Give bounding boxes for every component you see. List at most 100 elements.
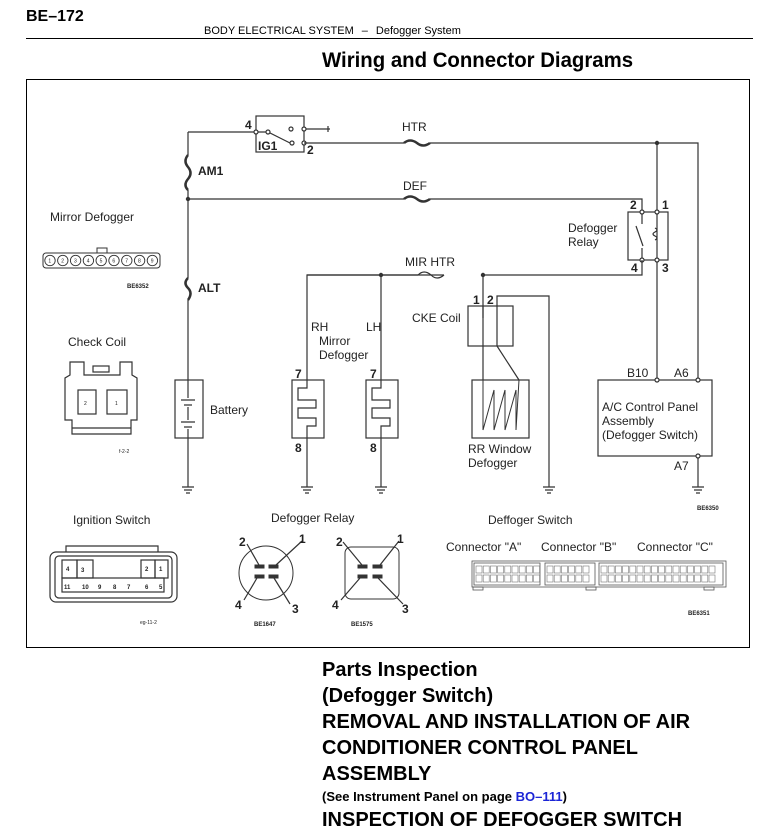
wire-mir-htr bbox=[306, 260, 643, 380]
page-link-bo-111[interactable]: BO–111 bbox=[515, 789, 563, 804]
rh-mirror-defogger-box bbox=[291, 379, 325, 439]
relay-pin-1: 1 bbox=[662, 198, 669, 212]
relay-square-pin-3: 3 bbox=[402, 602, 409, 616]
note-prefix: (See Instrument Panel on page bbox=[322, 789, 516, 804]
rh-label: RH bbox=[311, 320, 328, 334]
mirror-defogger-code: BE6352 bbox=[127, 284, 149, 290]
switch-pin-cell bbox=[582, 574, 590, 583]
switch-pin-cell bbox=[504, 574, 512, 583]
switch-pin-cell bbox=[651, 574, 658, 583]
fuse-htr bbox=[403, 139, 431, 147]
relay-square-pin-2: 2 bbox=[336, 535, 343, 549]
connector-b-label: Connector "B" bbox=[541, 540, 616, 554]
check-coil-title: Check Coil bbox=[68, 335, 126, 349]
rr-window-label-2: Defogger bbox=[468, 456, 517, 470]
ignition-pin-label: 9 bbox=[98, 585, 102, 591]
switch-pin-cell bbox=[482, 565, 490, 574]
defogger-switch-title: Deffoger Switch bbox=[488, 513, 573, 527]
check-coil-connector bbox=[64, 361, 138, 435]
switch-pin-cell bbox=[561, 574, 568, 583]
ignition-switch-connector bbox=[49, 545, 178, 603]
switch-pin-cell bbox=[694, 574, 701, 583]
switch-pin-cell bbox=[504, 565, 512, 574]
defogger-relay-connector-title: Defogger Relay bbox=[271, 511, 354, 525]
fuse-htr-label: HTR bbox=[402, 120, 427, 134]
switch-pin-cell bbox=[694, 565, 701, 574]
switch-pin-cell bbox=[533, 565, 540, 574]
defogger-relay-box bbox=[627, 211, 669, 261]
check-coil-code: f-2-2 bbox=[119, 449, 130, 455]
lh-pin-7: 7 bbox=[370, 367, 377, 381]
switch-pin-cell bbox=[475, 574, 483, 583]
switch-pin-cell bbox=[575, 565, 583, 574]
switch-pin-cell bbox=[497, 565, 504, 574]
wire-def bbox=[188, 198, 643, 212]
diagram-frame bbox=[26, 79, 750, 648]
parts-inspection-section: Parts Inspection (Defogger Switch) REMOV… bbox=[322, 657, 762, 833]
relay-code-right: BE1575 bbox=[351, 622, 373, 628]
switch-pin-cell bbox=[546, 565, 554, 574]
defogger-switch-subheading: (Defogger Switch) bbox=[322, 685, 494, 707]
rr-window-defogger-box bbox=[471, 379, 530, 439]
ac-panel-label-3: (Defogger Switch) bbox=[602, 428, 698, 442]
ignition-switch-code: eg-11-2 bbox=[140, 620, 157, 626]
mirror-pin-label: 4 bbox=[87, 259, 90, 265]
mirror-pin-4 bbox=[82, 254, 95, 267]
ignition-pin-label: 1 bbox=[159, 567, 163, 573]
mirror-pin-label: 7 bbox=[125, 259, 128, 265]
inspection-heading: INSPECTION OF DEFOGGER SWITCH bbox=[322, 809, 683, 831]
ground-symbols bbox=[182, 486, 704, 494]
parts-inspection-heading: Parts Inspection bbox=[322, 659, 478, 681]
ignition-pin-label: 6 bbox=[145, 585, 149, 591]
check-coil-pin-2: 2 bbox=[84, 401, 87, 407]
cke-pin-1: 1 bbox=[473, 293, 480, 307]
defogger-relay-connector-round bbox=[238, 540, 303, 605]
switch-pin-cell bbox=[600, 574, 608, 583]
removal-heading-line3: ASSEMBLY bbox=[322, 763, 432, 785]
rr-window-label-1: RR Window bbox=[468, 442, 532, 456]
fuse-alt bbox=[184, 277, 192, 301]
switch-pin-cell bbox=[658, 574, 665, 583]
defogger-relay-connector-square bbox=[340, 540, 404, 605]
switch-pin-cell bbox=[553, 565, 561, 574]
switch-pin-cell bbox=[687, 565, 694, 574]
lh-label: LH bbox=[366, 320, 381, 334]
switch-pin-cell bbox=[561, 565, 568, 574]
switch-pin-cell bbox=[490, 565, 497, 574]
fuse-def-label: DEF bbox=[403, 179, 427, 193]
switch-pin-cell bbox=[643, 565, 651, 574]
connector-a-label: Connector "A" bbox=[446, 540, 521, 554]
switch-pin-cell bbox=[701, 574, 709, 583]
switch-pin-cell bbox=[658, 565, 665, 574]
ac-pin-b10: B10 bbox=[627, 366, 649, 380]
switch-pin-cell bbox=[708, 565, 716, 574]
relay-code-left: BE1647 bbox=[254, 622, 276, 628]
switch-pin-cell bbox=[546, 574, 554, 583]
section-header: BODY ELECTRICAL SYSTEM–Defogger System bbox=[204, 25, 461, 37]
switch-pin-cell bbox=[636, 574, 644, 583]
page-number: BE–172 bbox=[26, 8, 84, 25]
switch-pin-cell bbox=[672, 574, 680, 583]
relay-pin-4: 4 bbox=[631, 261, 638, 275]
mirror-pin-3 bbox=[69, 254, 82, 267]
switch-pin-cell bbox=[490, 574, 497, 583]
mirror-defogger-connector bbox=[42, 247, 161, 269]
switch-pin-cell bbox=[672, 565, 680, 574]
mirror-defogger-connector-title: Mirror Defogger bbox=[50, 210, 134, 224]
switch-pin-cell bbox=[533, 574, 540, 583]
removal-heading-line2: CONDITIONER CONTROL PANEL bbox=[322, 737, 638, 759]
ig-pin-4: 4 bbox=[245, 118, 252, 132]
rh-pin-7: 7 bbox=[295, 367, 302, 381]
defogger-switch-connector bbox=[471, 560, 727, 591]
connector-c-label: Connector "C" bbox=[637, 540, 713, 554]
ac-panel-label-2: Assembly bbox=[602, 414, 654, 428]
switch-pin-cell bbox=[701, 565, 709, 574]
removal-heading-line1: REMOVAL AND INSTALLATION OF AIR bbox=[322, 711, 691, 733]
mirror-pin-label: 6 bbox=[112, 259, 115, 265]
cke-coil-label: CKE Coil bbox=[412, 311, 461, 325]
switch-pin-cell bbox=[475, 565, 483, 574]
fuse-alt-label: ALT bbox=[198, 281, 221, 295]
switch-pin-cell bbox=[665, 574, 673, 583]
